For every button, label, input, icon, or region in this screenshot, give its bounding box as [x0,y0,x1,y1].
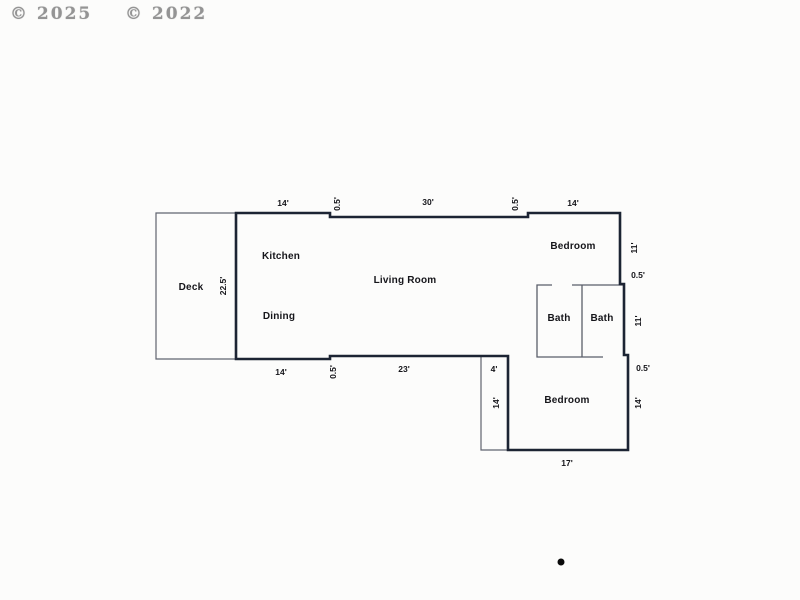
room-label-deck: Deck [178,282,204,293]
room-label-living-room: Living Room [373,275,437,286]
deck-outline [155,212,236,360]
dim-top-left-14ft: 14' [277,197,289,208]
room-label-bath-left: Bath [547,313,571,324]
room-label-bath-right: Bath [590,313,614,324]
dim-notch-14ft: 14' [490,397,501,409]
room-label-dining: Dining [262,311,296,322]
dim-right-lower-14ft: 14' [632,397,643,409]
exterior-wall-outline [234,211,630,452]
dim-notch-4ft: 4' [490,363,498,374]
dim-right-jog-half-ft: 0.5' [631,269,645,280]
copyright-watermark-2022: © 2022 [125,4,208,24]
dim-left-22-5ft: 22.5' [217,276,228,296]
dim-bottom-17ft: 17' [561,457,573,468]
notch-strip-outline [480,357,508,451]
room-label-bedroom-lower: Bedroom [544,395,590,406]
dim-right-upper-11ft: 11' [628,242,639,254]
dim-bottom-left-14ft: 14' [275,366,287,377]
room-label-kitchen: Kitchen [261,251,301,262]
dim-bottom-jog-half-ft: 0.5' [327,365,338,379]
dim-right-mid-11ft: 11' [632,315,643,327]
room-label-bedroom-upper: Bedroom [550,241,596,252]
dim-top-jog-half-ft: 0.5' [331,197,342,211]
dim-top-right-14ft: 14' [567,197,579,208]
stray-dot [557,558,565,566]
dim-right-jog2-half-ft: 0.5' [636,362,650,373]
dim-top-jog2-half-ft: 0.5' [509,197,520,211]
bath-left-walls [536,284,603,358]
dim-bottom-23ft: 23' [398,363,410,374]
dim-top-30ft: 30' [422,196,434,207]
copyright-watermark-2025: © 2025 [10,4,93,24]
